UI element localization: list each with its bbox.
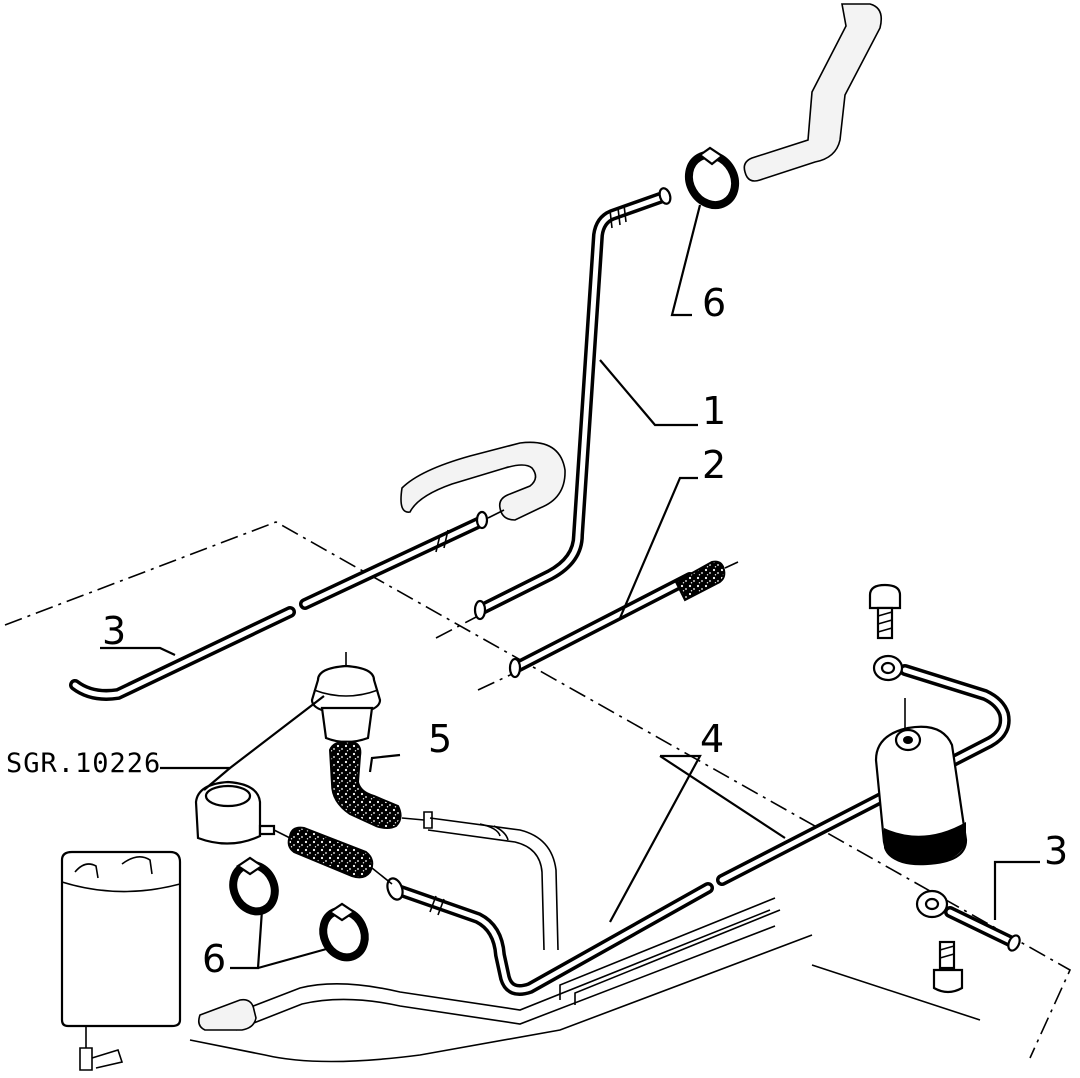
fuel-pipe-3-left	[69, 509, 505, 701]
pressure-regulator-base	[194, 780, 276, 845]
callout-6-top: 6	[702, 281, 726, 325]
callout-3-right: 3	[1044, 829, 1068, 873]
callout-5: 5	[428, 717, 452, 761]
hose-clamp-top	[684, 146, 740, 210]
callout-2: 2	[702, 443, 726, 487]
callout-1: 1	[702, 389, 726, 433]
callout-3-left: 3	[102, 609, 126, 653]
callout-6-bottom: 6	[202, 937, 226, 981]
banjo-bolt-bottom	[932, 940, 964, 994]
hose-clamp-bottom-lower	[319, 902, 369, 962]
fuel-hose-5	[328, 740, 433, 829]
leader-lines	[100, 204, 1040, 970]
hose-clamp-bottom-upper	[229, 856, 279, 916]
background-vehicle-lines	[189, 3, 981, 1063]
fuel-pipe-2	[508, 560, 739, 679]
pressure-regulator	[310, 652, 382, 744]
reference-code: SGR.10226	[6, 748, 161, 779]
charcoal-canister	[60, 850, 182, 1071]
callout-labels: 6 1 2 3 4 5 3 6 SGR.10226	[6, 281, 1068, 981]
fuel-hose-connector	[273, 826, 393, 885]
callout-4: 4	[700, 717, 724, 761]
fuel-pipe-4	[386, 654, 1011, 996]
banjo-bolt-top	[868, 583, 902, 640]
fuel-pipe-3-right	[915, 889, 1021, 952]
fuel-pipe-1	[473, 187, 672, 621]
fuel-filter	[874, 698, 968, 866]
